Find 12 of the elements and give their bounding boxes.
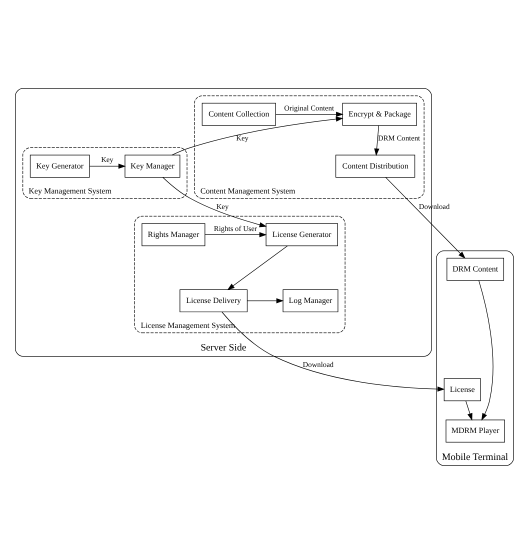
arrow bbox=[227, 245, 288, 290]
arrow bbox=[89, 163, 126, 168]
arrow bbox=[204, 232, 267, 237]
arrow bbox=[385, 176, 466, 258]
arrow bbox=[246, 298, 284, 303]
arrow bbox=[222, 311, 445, 392]
arrow bbox=[275, 111, 344, 116]
arrow bbox=[478, 280, 494, 420]
arrow bbox=[465, 400, 472, 420]
arrow bbox=[162, 176, 267, 227]
arrow bbox=[374, 124, 380, 156]
arrow bbox=[172, 116, 344, 155]
